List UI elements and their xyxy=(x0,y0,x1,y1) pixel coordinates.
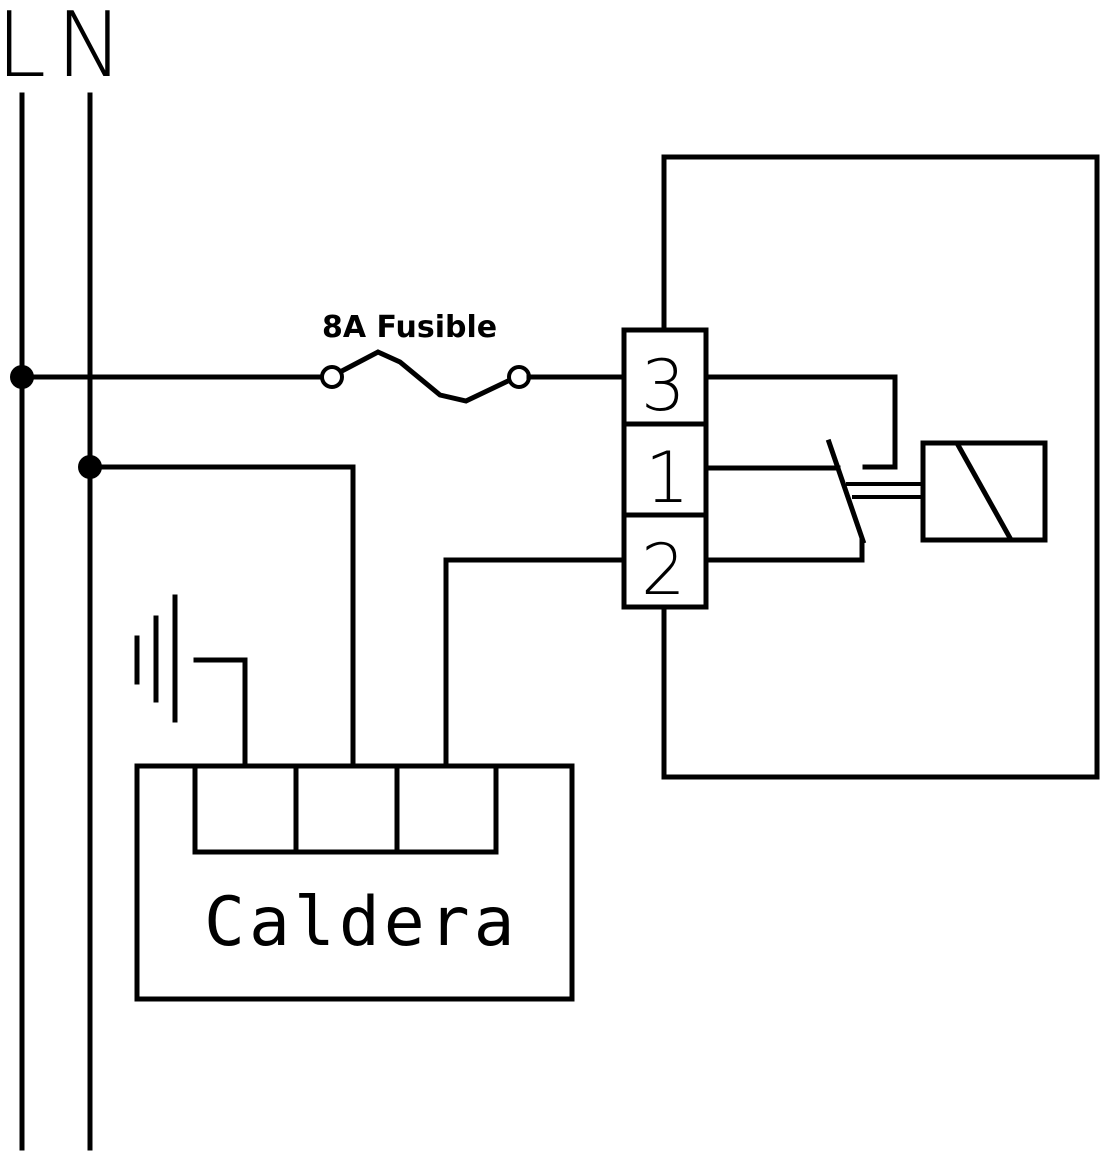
relay-linkage xyxy=(846,482,923,499)
boiler-label: Caldera xyxy=(204,883,519,962)
boiler-terminal-switched xyxy=(394,763,499,855)
relay-coil-icon xyxy=(920,440,1048,543)
terminal-3-internal-wire xyxy=(703,374,898,470)
rail-label-live: L xyxy=(0,0,46,98)
neutral-to-boiler-wire xyxy=(87,464,356,769)
fuse-label: 8A Fusible xyxy=(322,310,497,345)
terminal-3-number: 3 xyxy=(641,345,686,427)
terminal-2-number: 2 xyxy=(641,529,686,611)
rail-label-neutral: N xyxy=(56,0,123,98)
terminal-2-to-boiler-wire xyxy=(443,557,627,769)
ground-icon xyxy=(134,594,248,769)
boiler-terminal-ground xyxy=(192,763,299,855)
terminal-2-internal-wire xyxy=(703,537,865,563)
boiler xyxy=(134,763,575,1002)
relay-contact-icon xyxy=(825,438,867,545)
controller-enclosure xyxy=(661,154,1100,780)
fuse-icon xyxy=(320,349,531,404)
boiler-terminal-neutral xyxy=(293,763,400,855)
terminal-1-number: 1 xyxy=(645,437,690,519)
